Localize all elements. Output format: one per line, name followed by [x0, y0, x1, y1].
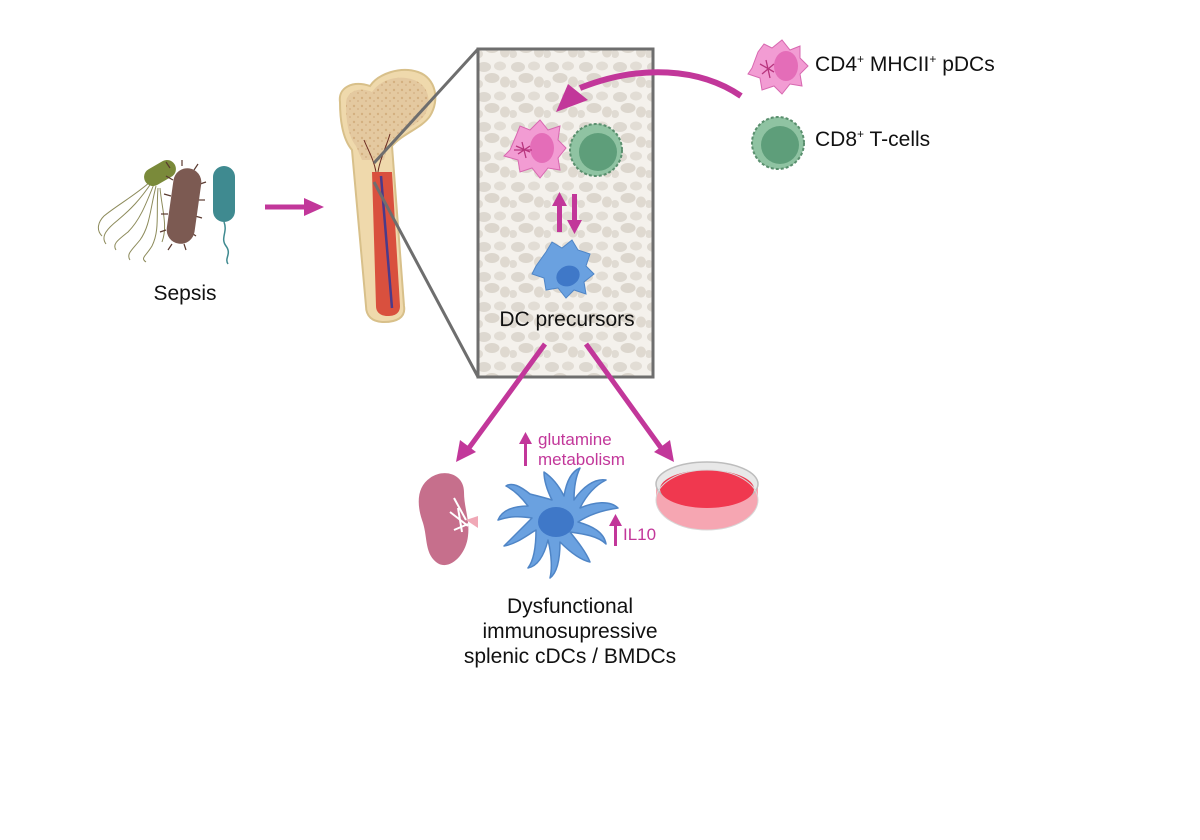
t-cell-in-marrow — [569, 123, 623, 177]
pdc-cell-in-marrow — [503, 119, 567, 179]
t-cell-icon — [751, 116, 805, 170]
il10-up-arrow — [609, 514, 622, 546]
sepsis-label: Sepsis — [153, 282, 216, 305]
tcell-label-cd8: CD8 — [815, 128, 858, 151]
dendritic-cell-icon — [497, 467, 619, 579]
petri-dish-icon — [655, 461, 759, 531]
to-spleen-arrow — [456, 342, 548, 462]
outcome-line2: immunosupressive — [482, 620, 658, 643]
sepsis-to-bone-arrow — [265, 198, 324, 216]
femur-bone-icon — [338, 68, 437, 324]
zoom-lines — [372, 47, 480, 378]
outcome-label: Dysfunctional immunosupressive splenic c… — [440, 594, 700, 669]
il10-label: IL10 — [623, 525, 656, 544]
to-dish-arrow — [583, 342, 674, 462]
dc-precursors-label: DC precursors — [499, 308, 634, 331]
glutamine-up-arrow — [519, 432, 532, 466]
outcome-line3: splenic cDCs / BMDCs — [463, 645, 677, 668]
pdc-cell-icon — [747, 39, 809, 95]
pdc-label-cd4: CD4 — [815, 53, 858, 76]
dc-precursor-cell-icon — [531, 239, 595, 299]
bacteria-icon — [97, 160, 235, 265]
spleen-icon — [418, 473, 478, 566]
pdc-label-sup2: + — [929, 52, 937, 66]
pdc-label-mhcii: MHCII — [864, 53, 930, 76]
tcell-legend-label: CD8+ T-cells — [815, 122, 930, 152]
tcell-label-sup: + — [857, 127, 865, 141]
pdc-legend-label: CD4+ MHCII+ pDCs — [815, 47, 995, 77]
bidirectional-arrows — [552, 192, 582, 234]
pdc-label-pdcs: pDCs — [936, 53, 995, 76]
glutamine-label-line2: metabolism — [538, 450, 625, 469]
recruitment-arrow — [556, 69, 743, 112]
pdc-label-sup1: + — [857, 52, 865, 66]
glutamine-label-line1: glutamine — [538, 430, 612, 449]
outcome-line1: Dysfunctional — [506, 595, 634, 618]
tcell-label-tcells: T-cells — [864, 128, 931, 151]
